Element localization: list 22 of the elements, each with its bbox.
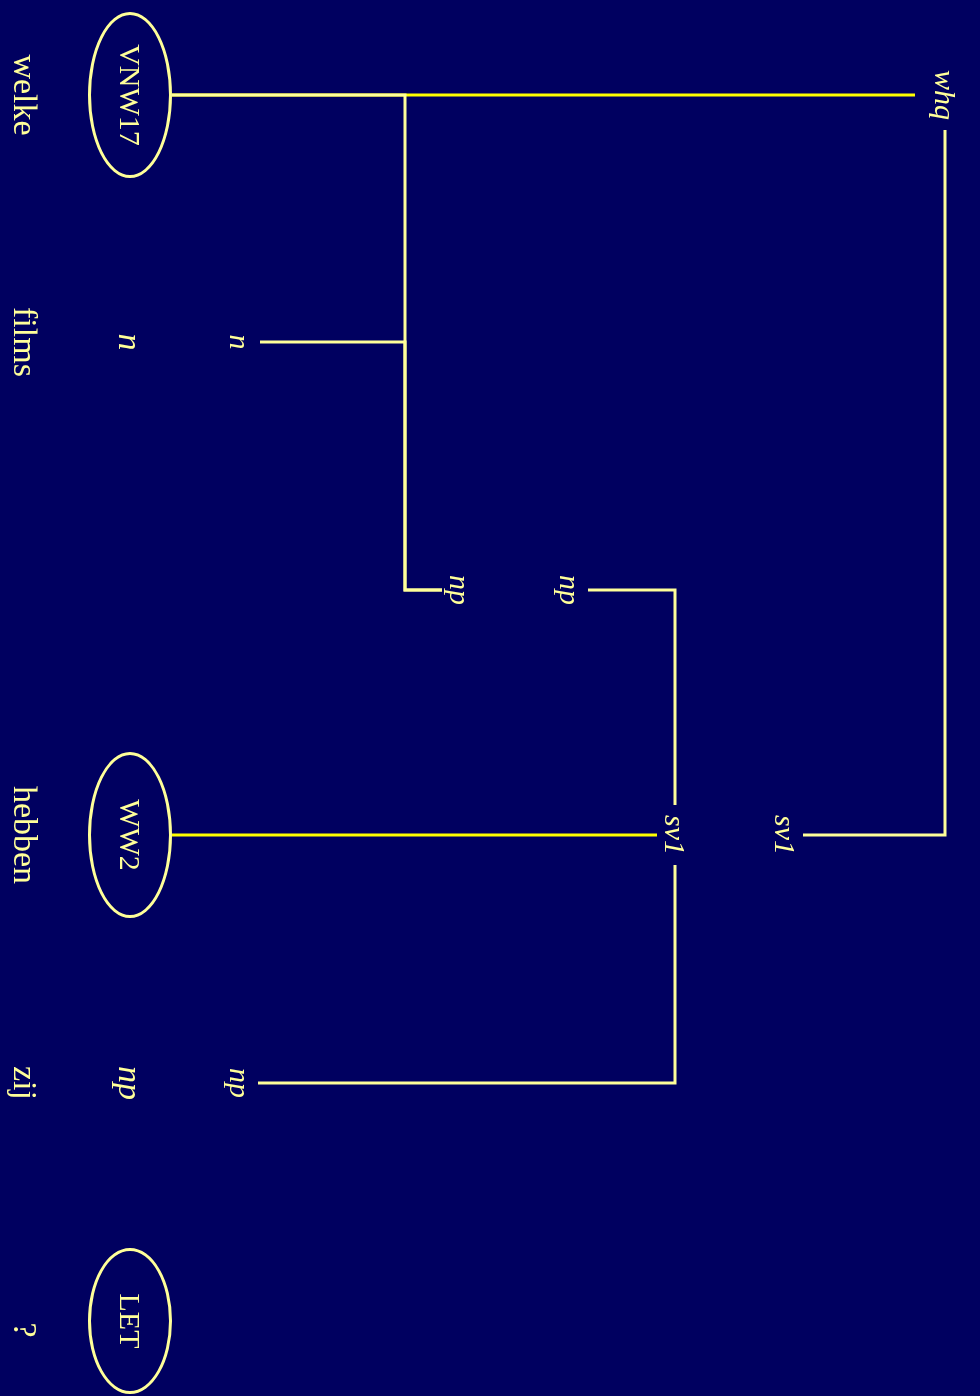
category-label: np bbox=[222, 1058, 258, 1108]
word-label: ? bbox=[8, 1322, 42, 1338]
category-label: n bbox=[220, 324, 260, 360]
tree-branch-line bbox=[260, 340, 442, 592]
word-label: films bbox=[8, 307, 42, 377]
tree-branch-line bbox=[258, 865, 677, 1085]
tag-ellipse: VNW17 bbox=[88, 12, 172, 178]
category-label: sv1 bbox=[657, 805, 693, 865]
category-label: whq bbox=[915, 60, 975, 130]
word-label: hebben bbox=[8, 785, 42, 885]
tag-ellipse: LET bbox=[88, 1248, 172, 1394]
category-label: np bbox=[552, 565, 588, 615]
category-label: np bbox=[442, 565, 478, 615]
category-label: sv1 bbox=[767, 805, 803, 865]
tree-branch-line bbox=[172, 833, 657, 837]
tree-branch-line bbox=[803, 130, 947, 837]
tree-branch-line bbox=[588, 588, 677, 805]
word-label: zij bbox=[8, 1066, 42, 1100]
category-label: n bbox=[113, 333, 147, 351]
word-label: welke bbox=[8, 54, 42, 136]
category-label: np bbox=[113, 1066, 147, 1100]
tag-ellipse: WW2 bbox=[88, 752, 172, 918]
